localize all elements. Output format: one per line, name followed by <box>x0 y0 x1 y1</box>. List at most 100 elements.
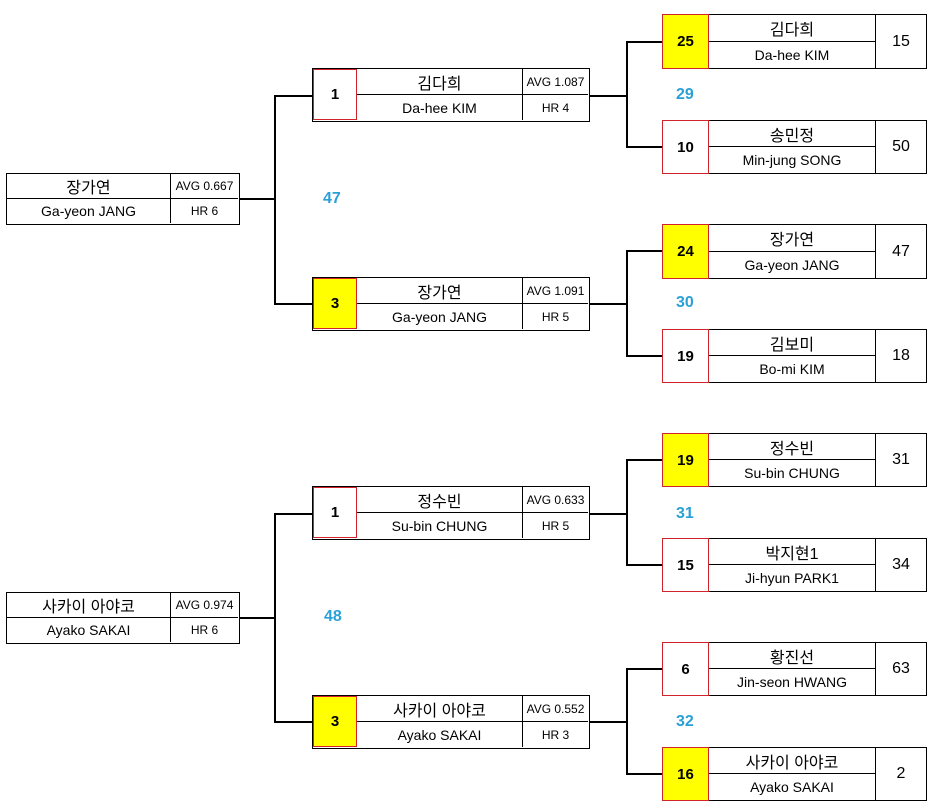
player-name-english: Ga-yeon JANG <box>357 304 523 329</box>
player-name-korean: 정수빈 <box>357 487 523 513</box>
entrant-box: 19 김보미 Bo-mi KIM 18 <box>662 329 927 383</box>
seed-number: 15 <box>662 538 709 592</box>
connector-line <box>274 513 313 515</box>
seed-number: 1 <box>313 69 357 120</box>
winner-box: 사카이 아야코 Ayako SAKAI AVG 0.974 HR 6 <box>6 592 240 644</box>
avg-stat: AVG 0.552 <box>523 696 588 722</box>
connector-line <box>626 41 663 43</box>
match-number: 29 <box>676 86 694 103</box>
avg-stat: AVG 0.667 <box>171 174 238 199</box>
player-name-english: Bo-mi KIM <box>709 356 875 383</box>
player-name-english: Ga-yeon JANG <box>709 252 875 279</box>
seed-number: 3 <box>313 278 357 329</box>
avg-stat: AVG 0.974 <box>171 593 238 618</box>
player-name-korean: 정수빈 <box>709 433 875 460</box>
score: 47 <box>875 224 927 279</box>
semifinal-box: 1 정수빈 Su-bin CHUNG AVG 0.633 HR 5 <box>312 486 590 540</box>
hr-stat: HR 6 <box>190 204 219 218</box>
connector-line <box>626 459 628 566</box>
match-number: 31 <box>676 505 694 522</box>
match-number: 48 <box>324 608 342 625</box>
connector-line <box>626 773 663 775</box>
score: 50 <box>875 120 927 174</box>
seed-number: 3 <box>313 696 357 747</box>
connector-line <box>626 41 628 148</box>
seed-number: 1 <box>313 487 357 538</box>
connector-line <box>240 198 275 200</box>
player-name-english: Ji-hyun PARK1 <box>709 565 875 592</box>
avg-stat: AVG 1.091 <box>523 278 588 304</box>
hr-stat: HR 3 <box>541 727 570 742</box>
match-number: 47 <box>323 190 341 207</box>
hr-stat: HR 4 <box>541 100 570 115</box>
player-name-korean: 사카이 아야코 <box>709 747 875 774</box>
match-number: 30 <box>676 294 694 311</box>
connector-line <box>274 95 313 97</box>
player-name-english: Jin-seon HWANG <box>709 669 875 696</box>
player-name-english: Ga-yeon JANG <box>7 199 171 223</box>
seed-number: 16 <box>662 747 709 801</box>
entrant-box: 19 정수빈 Su-bin CHUNG 31 <box>662 433 927 487</box>
player-name-english: Da-hee KIM <box>357 95 523 120</box>
hr-stat: HR 5 <box>541 518 570 533</box>
score: 31 <box>875 433 927 487</box>
player-name-korean: 장가연 <box>709 224 875 252</box>
entrant-box: 15 박지현1 Ji-hyun PARK1 34 <box>662 538 927 592</box>
seed-number: 25 <box>662 14 709 69</box>
player-name-korean: 장가연 <box>357 278 523 304</box>
connector-line <box>589 95 627 97</box>
semifinal-box: 1 김다희 Da-hee KIM AVG 1.087 HR 4 <box>312 68 590 122</box>
connector-line <box>274 303 313 305</box>
connector-line <box>626 355 663 357</box>
hr-stat: HR 6 <box>190 623 219 637</box>
connector-line <box>240 617 275 619</box>
player-name-english: Min-jung SONG <box>709 147 875 174</box>
connector-line <box>589 513 627 515</box>
score: 34 <box>875 538 927 592</box>
player-name-english: Da-hee KIM <box>709 42 875 69</box>
score: 2 <box>875 747 927 801</box>
player-name-korean: 사카이 아야코 <box>7 593 171 618</box>
seed-number: 24 <box>662 224 709 279</box>
connector-line <box>589 303 627 305</box>
player-name-korean: 황진선 <box>709 642 875 669</box>
seed-number: 10 <box>662 120 709 174</box>
semifinal-box: 3 사카이 아야코 Ayako SAKAI AVG 0.552 HR 3 <box>312 695 590 749</box>
winner-box: 장가연 Ga-yeon JANG AVG 0.667 HR 6 <box>6 173 240 225</box>
player-name-english: Ayako SAKAI <box>709 774 875 801</box>
connector-line <box>626 668 628 775</box>
player-name-english: Ayako SAKAI <box>7 618 171 642</box>
entrant-box: 24 장가연 Ga-yeon JANG 47 <box>662 224 927 279</box>
connector-line <box>626 146 663 148</box>
connector-line <box>274 95 276 304</box>
avg-stat: AVG 0.633 <box>523 487 588 513</box>
connector-line <box>626 564 663 566</box>
entrant-box: 25 김다희 Da-hee KIM 15 <box>662 14 927 69</box>
entrant-box: 16 사카이 아야코 Ayako SAKAI 2 <box>662 747 927 801</box>
connector-line <box>626 250 663 252</box>
seed-number: 19 <box>662 433 709 487</box>
connector-line <box>626 668 663 670</box>
player-name-korean: 박지현1 <box>709 538 875 565</box>
score: 15 <box>875 14 927 69</box>
entrant-box: 10 송민정 Min-jung SONG 50 <box>662 120 927 174</box>
avg-stat: AVG 1.087 <box>523 69 588 95</box>
connector-line <box>589 721 627 723</box>
player-name-korean: 김다희 <box>709 14 875 42</box>
seed-number: 6 <box>662 642 709 696</box>
match-number: 32 <box>676 713 694 730</box>
semifinal-box: 3 장가연 Ga-yeon JANG AVG 1.091 HR 5 <box>312 277 590 331</box>
entrant-box: 6 황진선 Jin-seon HWANG 63 <box>662 642 927 696</box>
player-name-korean: 송민정 <box>709 120 875 147</box>
player-name-korean: 장가연 <box>7 174 171 199</box>
seed-number: 19 <box>662 329 709 383</box>
connector-line <box>274 513 276 722</box>
player-name-korean: 사카이 아야코 <box>357 696 523 722</box>
connector-line <box>626 250 628 356</box>
player-name-korean: 김다희 <box>357 69 523 95</box>
score: 63 <box>875 642 927 696</box>
player-name-english: Su-bin CHUNG <box>357 513 523 538</box>
connector-line <box>274 721 313 723</box>
hr-stat: HR 5 <box>541 309 570 324</box>
player-name-english: Ayako SAKAI <box>357 722 523 747</box>
